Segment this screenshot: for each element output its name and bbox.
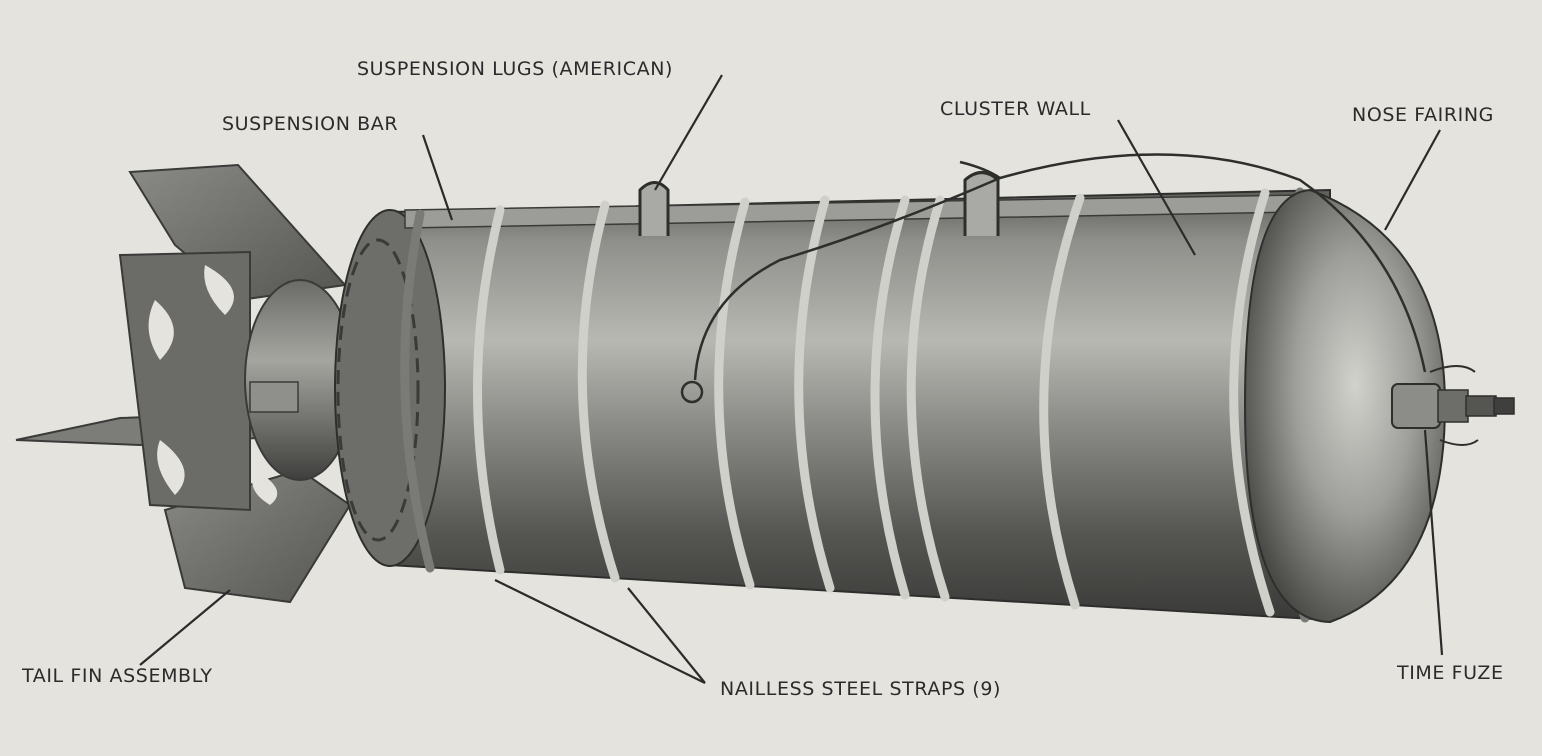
label-suspension-bar: SUSPENSION BAR: [222, 113, 399, 135]
tail-fin-assembly: [15, 163, 356, 604]
label-tail-fin-assembly: TAIL FIN ASSEMBLY: [22, 665, 213, 687]
leader-cluster-wall: [1117, 119, 1196, 256]
label-nose-fairing: NOSE FAIRING: [1352, 104, 1494, 126]
arming-wire: [680, 153, 1427, 404]
leader-straps-1: [494, 579, 706, 684]
leader-suspension-bar: [421, 134, 454, 221]
time-fuze: [1391, 365, 1515, 446]
cluster-body: [334, 188, 1331, 622]
label-suspension-lugs: SUSPENSION LUGS (AMERICAN): [357, 58, 674, 80]
nose-fairing: [1243, 188, 1447, 624]
label-nailless-steel-straps: NAILLESS STEEL STRAPS (9): [720, 678, 1002, 700]
suspension-lugs: [638, 171, 1000, 236]
leader-tail-fin: [139, 589, 231, 666]
leader-time-fuze: [1423, 429, 1444, 656]
leader-nose-fairing: [1384, 129, 1441, 231]
leader-suspension-lugs: [654, 74, 723, 191]
label-time-fuze: TIME FUZE: [1397, 662, 1504, 684]
leader-lines: [139, 74, 1444, 684]
leader-straps-2: [627, 587, 706, 684]
label-cluster-wall: CLUSTER WALL: [940, 98, 1091, 120]
